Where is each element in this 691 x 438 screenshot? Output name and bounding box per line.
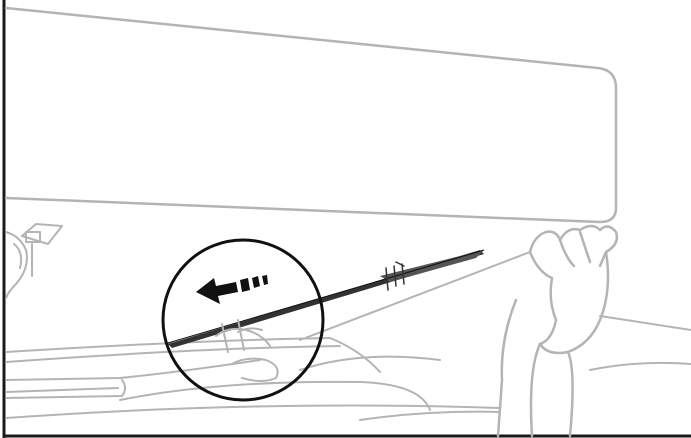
left-mount-icon [6, 224, 62, 298]
windshield-lines [6, 252, 691, 418]
arrow-left-icon [196, 275, 268, 304]
hood-panel [6, 8, 616, 222]
zoom-circle [163, 240, 323, 400]
